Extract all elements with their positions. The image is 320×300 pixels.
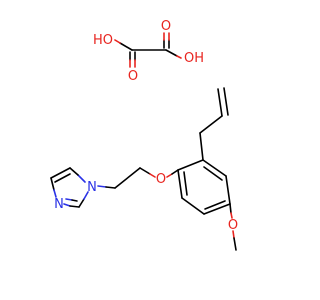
bond-c2-n1-n bbox=[83, 191, 89, 200]
bond-n1-ch2 bbox=[97, 185, 107, 188]
bond-ch-ch2-double-a bbox=[217, 88, 223, 117]
bond-c-oh-left bbox=[119, 42, 133, 51]
atom-label-n3: N bbox=[54, 197, 64, 212]
bond-o-ch3 bbox=[232, 230, 235, 239]
bond-c4-n3 bbox=[50, 177, 55, 191]
bond-o-ch3-c bbox=[233, 237, 237, 251]
atom-label-ho: HO bbox=[93, 33, 113, 48]
bond-ar-c2-c3 bbox=[202, 159, 227, 177]
bond-n1-c5 bbox=[77, 174, 86, 183]
bond-n1-ch2-c bbox=[105, 186, 116, 189]
bond-n3-c2-inner bbox=[65, 198, 73, 201]
molecule-diagram: HO OH O O bbox=[50, 19, 238, 251]
bond-ar-c5-c6 bbox=[181, 197, 205, 215]
atom-label-n1: N bbox=[87, 180, 97, 195]
bond-ar-c1-c2 bbox=[177, 159, 204, 171]
bond-ch-ch2-double-b bbox=[223, 87, 229, 116]
bond-n3-c2-c bbox=[69, 205, 80, 208]
oxalic-acid: HO OH O O bbox=[93, 19, 204, 84]
bond-ar-c6-c1 bbox=[177, 169, 183, 199]
atom-label-o-ether: O bbox=[156, 172, 166, 187]
bond-ar-c6-c1-inner bbox=[183, 171, 188, 196]
bond-n3-c2-inner-c bbox=[71, 199, 78, 202]
bond-ar-o-methoxy bbox=[229, 203, 232, 214]
bond-ar-ch2 bbox=[199, 132, 204, 161]
bond-c-oh-left-o bbox=[114, 39, 121, 44]
bond-c5-c4-inner bbox=[54, 173, 71, 183]
bond-ch2-o-o bbox=[149, 173, 156, 178]
bond-ch2-ch bbox=[199, 115, 223, 134]
bond-ar-c2-c3-inner bbox=[203, 166, 223, 181]
atom-label-oh: OH bbox=[184, 51, 204, 66]
imidazole-ether-molecule: N N O O bbox=[50, 87, 238, 251]
bond-ar-o-methoxy-o bbox=[230, 212, 233, 219]
bond-n1-c5-c bbox=[69, 167, 79, 176]
bond-o-aryl bbox=[166, 173, 173, 178]
bond-ar-c3-c4 bbox=[225, 175, 231, 205]
atom-label-o-carbonyl-right: O bbox=[161, 19, 171, 34]
bond-c5-c4 bbox=[50, 167, 71, 179]
bond-c2-n1 bbox=[78, 198, 85, 208]
bond-ar-c4-c5-inner bbox=[204, 200, 226, 210]
bond-c4-n3-n bbox=[53, 189, 57, 198]
atom-label-o-carbonyl-left: O bbox=[128, 69, 138, 84]
bond-ch2-o bbox=[139, 167, 151, 175]
bond-ch2-ch2 bbox=[114, 167, 141, 189]
bond-c-oh-right bbox=[165, 49, 178, 57]
bond-n3-c2 bbox=[63, 203, 71, 207]
bond-c-oh-right-o bbox=[176, 55, 182, 59]
bond-ar-c4-c5 bbox=[203, 203, 231, 215]
atom-label-o-methoxy: O bbox=[228, 218, 238, 233]
bond-o-aryl-c bbox=[171, 169, 179, 175]
